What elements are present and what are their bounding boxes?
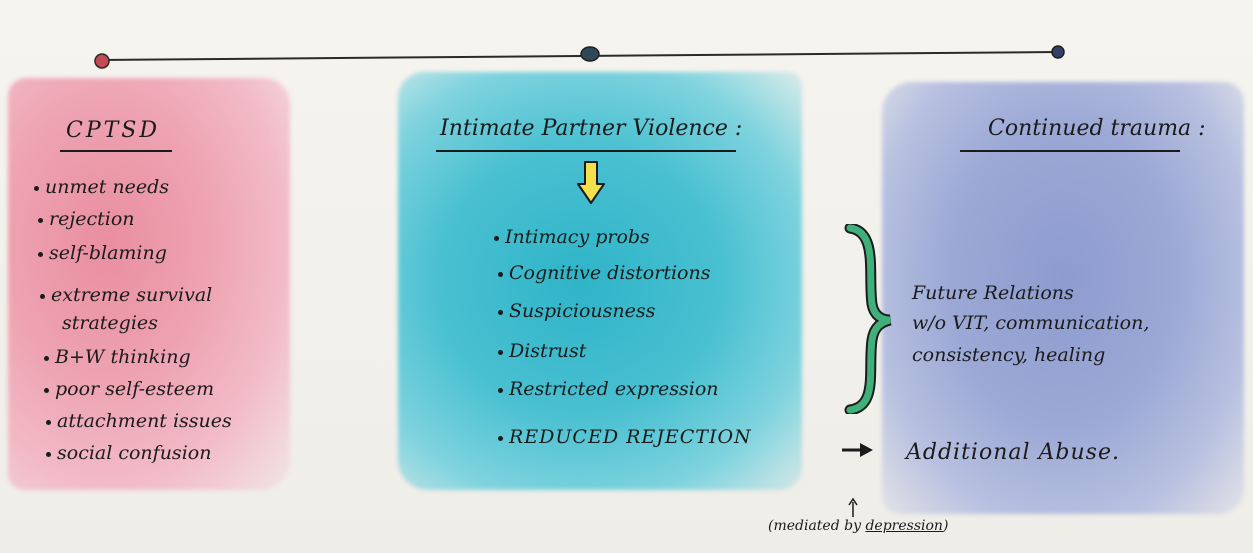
bullet bbox=[498, 435, 503, 441]
bullet bbox=[44, 387, 49, 393]
bullet bbox=[494, 235, 499, 241]
bullet bbox=[498, 349, 503, 355]
ipv-underline bbox=[436, 150, 736, 152]
ipv-title: Intimate Partner Violence : bbox=[440, 116, 743, 141]
bullet bbox=[34, 185, 39, 191]
timeline-dot-middle bbox=[580, 46, 600, 62]
cptsd-item: self-blaming bbox=[38, 242, 167, 264]
bullet bbox=[498, 309, 503, 315]
bullet bbox=[46, 419, 51, 425]
cptsd-underline bbox=[60, 150, 172, 152]
ipv-item: Cognitive distortions bbox=[498, 262, 710, 284]
curly-brace-icon bbox=[844, 224, 892, 414]
ipv-item: Restricted expression bbox=[498, 378, 719, 400]
bullet bbox=[498, 271, 503, 277]
cptsd-wash bbox=[8, 78, 290, 490]
continued-underline bbox=[960, 150, 1180, 152]
continued-wash bbox=[882, 82, 1244, 514]
future-line: consistency, healing bbox=[912, 344, 1106, 366]
ipv-item: Suspiciousness bbox=[498, 300, 655, 322]
future-line: w/o VIT, communication, bbox=[912, 312, 1150, 334]
future-line: Future Relations bbox=[912, 282, 1074, 304]
cptsd-item: extreme survival bbox=[40, 284, 212, 306]
cptsd-item-continued: strategies bbox=[62, 312, 158, 334]
additional-abuse: Additional Abuse. bbox=[906, 440, 1120, 465]
ipv-item: REDUCED REJECTION bbox=[498, 426, 752, 448]
bullet bbox=[44, 355, 49, 361]
cptsd-item: social confusion bbox=[46, 442, 211, 464]
bullet bbox=[38, 251, 43, 257]
ipv-item: Distrust bbox=[498, 340, 586, 362]
bullet bbox=[498, 387, 503, 393]
ipv-item: Intimacy probs bbox=[494, 226, 650, 248]
cptsd-item: B+W thinking bbox=[44, 346, 191, 368]
cptsd-item: unmet needs bbox=[34, 176, 169, 198]
cptsd-title: CPTSD bbox=[66, 118, 161, 143]
ipv-wash bbox=[398, 72, 802, 490]
bullet bbox=[38, 217, 43, 223]
depression-word: depression bbox=[865, 518, 943, 534]
timeline-dot-start bbox=[94, 53, 110, 69]
timeline-dot-end bbox=[1051, 45, 1065, 59]
mediation-note: (mediated by depression) bbox=[768, 518, 949, 534]
continued-title: Continued trauma : bbox=[988, 116, 1206, 141]
down-arrow-icon bbox=[577, 161, 605, 204]
bullet bbox=[40, 293, 45, 299]
cptsd-item: poor self-esteem bbox=[44, 378, 214, 400]
cptsd-item: attachment issues bbox=[46, 410, 232, 432]
timeline-line bbox=[101, 51, 1059, 61]
cptsd-item: rejection bbox=[38, 208, 135, 230]
up-arrow-icon bbox=[848, 498, 858, 517]
bullet bbox=[46, 451, 51, 457]
right-arrow-icon bbox=[842, 443, 873, 457]
